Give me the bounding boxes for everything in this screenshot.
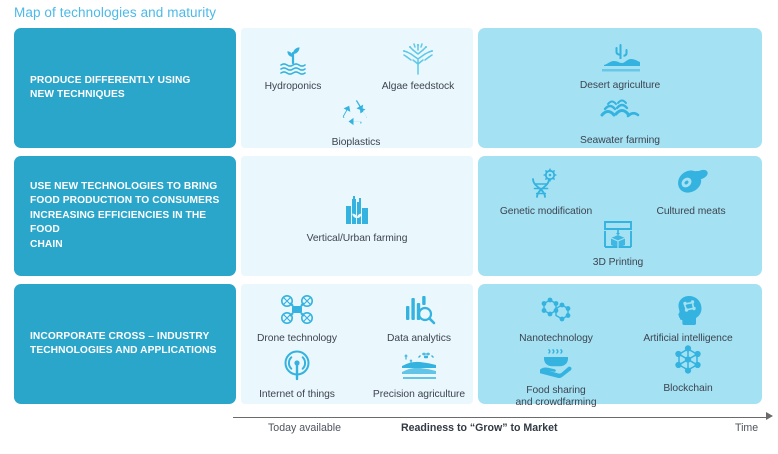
cactus-dune-icon xyxy=(555,41,685,77)
tech-label: Internet of things xyxy=(259,389,335,400)
category-panel-produce-differently: PRODUCE DIFFERENTLY USING NEW TECHNIQUES xyxy=(14,28,236,148)
hand-bowl-steam-icon xyxy=(491,346,621,382)
tech-label: Bioplastics xyxy=(331,137,381,148)
category-panel-cross-industry: INCORPORATE CROSS – INDUSTRY TECHNOLOGIE… xyxy=(14,284,236,404)
matrix-row-new-technologies: USE NEW TECHNOLOGIES TO BRING FOOD PRODU… xyxy=(14,156,762,276)
tech-item-blockchain[interactable]: Blockchain xyxy=(623,344,753,395)
axis-label-time: Time xyxy=(735,422,759,434)
tech-item-algae-feedstock[interactable]: Algae feedstock xyxy=(353,42,483,93)
right-readiness-panel-row1: Desert agriculture Seawater farming xyxy=(478,28,762,148)
head-circuit-icon xyxy=(623,294,753,330)
tech-item-cultured-meats[interactable]: Cultured meats xyxy=(626,167,756,218)
algae-coral-icon xyxy=(353,42,483,78)
mid-readiness-panel-row2: Vertical/Urban farming xyxy=(241,156,473,276)
category-panel-new-technologies: USE NEW TECHNOLOGIES TO BRING FOOD PRODU… xyxy=(14,156,236,276)
readiness-axis-line xyxy=(233,417,768,418)
tech-item-data-analytics[interactable]: Data analytics xyxy=(354,294,484,345)
tech-label: Nanotechnology xyxy=(519,333,593,344)
tech-label: Blockchain xyxy=(663,383,713,394)
tech-label: Genetic modification xyxy=(499,206,593,217)
right-readiness-panel-row2: Genetic modification Cultured meats xyxy=(478,156,762,276)
axis-label-today-available: Today available xyxy=(268,422,342,434)
tech-label: Food sharing and crowdfarming xyxy=(515,385,597,409)
molecule-icon xyxy=(491,294,621,330)
drone-icon xyxy=(232,294,362,330)
page-title: Map of technologies and maturity xyxy=(14,5,217,20)
dna-gear-icon xyxy=(481,167,611,203)
tech-item-drone-technology[interactable]: Drone technology xyxy=(232,294,362,345)
sprout-water-icon xyxy=(228,42,358,78)
tech-item-seawater-farming[interactable]: Seawater farming xyxy=(555,96,685,147)
tech-label: Seawater farming xyxy=(580,135,660,146)
right-readiness-panel-row3: Nanotechnology Artificial intelligence xyxy=(478,284,762,408)
recycle-leaf-icon xyxy=(291,98,421,134)
tech-item-3d-printing[interactable]: 3D Printing xyxy=(553,218,683,269)
tech-label: Cultured meats xyxy=(656,206,726,217)
readiness-axis-arrow-icon xyxy=(766,412,773,420)
tech-item-hydroponics[interactable]: Hydroponics xyxy=(228,42,358,93)
ham-icon xyxy=(626,167,756,203)
matrix-row-cross-industry: INCORPORATE CROSS – INDUSTRY TECHNOLOGIE… xyxy=(14,284,762,408)
mid-readiness-panel-row3: Drone technology Data analytics xyxy=(241,284,473,404)
tech-item-bioplastics[interactable]: Bioplastics xyxy=(291,98,421,149)
field-drone-icon xyxy=(354,350,484,386)
tech-item-nanotechnology[interactable]: Nanotechnology xyxy=(491,294,621,345)
tech-item-internet-of-things[interactable]: Internet of things xyxy=(232,350,362,401)
3d-printer-icon xyxy=(553,218,683,254)
tech-item-artificial-intelligence[interactable]: Artificial intelligence xyxy=(623,294,753,345)
city-leaf-icon xyxy=(292,194,422,230)
matrix-row-produce-differently: PRODUCE DIFFERENTLY USING NEW TECHNIQUES… xyxy=(14,28,762,148)
tech-label: Hydroponics xyxy=(264,81,322,92)
tech-label: Algae feedstock xyxy=(381,81,455,92)
bar-chart-magnifier-icon xyxy=(354,294,484,330)
tech-item-precision-agriculture[interactable]: Precision agriculture xyxy=(354,350,484,401)
tech-item-desert-agriculture[interactable]: Desert agriculture xyxy=(555,41,685,92)
tech-item-vertical-urban-farming[interactable]: Vertical/Urban farming xyxy=(292,194,422,245)
tech-label: Drone technology xyxy=(257,333,337,344)
tech-label: Vertical/Urban farming xyxy=(306,233,408,244)
category-label: INCORPORATE CROSS – INDUSTRY TECHNOLOGIE… xyxy=(30,330,217,356)
category-label: USE NEW TECHNOLOGIES TO BRING FOOD PRODU… xyxy=(30,180,220,250)
axis-label-readiness: Readiness to “Grow” to Market xyxy=(401,422,558,434)
tech-label: Desert agriculture xyxy=(579,80,661,91)
tech-label: Data analytics xyxy=(387,333,451,344)
waves-icon xyxy=(555,96,685,132)
tech-label: 3D Printing xyxy=(592,257,644,268)
tech-label: Precision agriculture xyxy=(372,389,466,400)
signal-antenna-icon xyxy=(232,350,362,386)
tech-item-genetic-modification[interactable]: Genetic modification xyxy=(481,167,611,218)
tech-label: Artificial intelligence xyxy=(643,333,733,344)
tech-item-food-sharing-crowdfarming[interactable]: Food sharing and crowdfarming xyxy=(491,346,621,409)
technology-maturity-matrix: PRODUCE DIFFERENTLY USING NEW TECHNIQUES… xyxy=(14,28,762,410)
category-label: PRODUCE DIFFERENTLY USING NEW TECHNIQUES xyxy=(30,74,191,100)
mid-readiness-panel-row1: Hydroponics xyxy=(241,28,473,148)
block-network-icon xyxy=(623,344,753,380)
